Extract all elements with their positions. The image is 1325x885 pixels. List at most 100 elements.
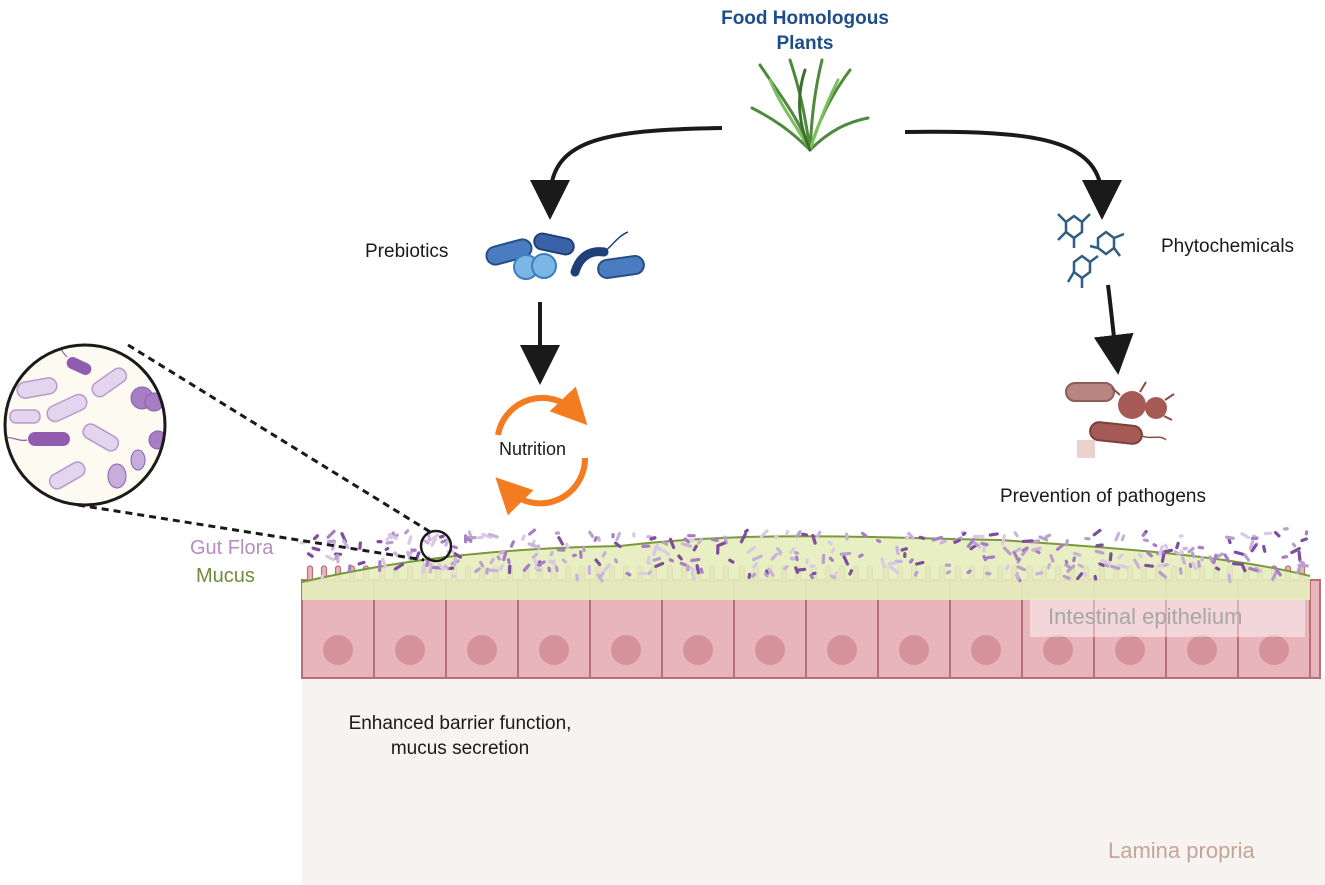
gut-bacterium: [915, 560, 925, 566]
gut-bacterium: [1013, 531, 1019, 538]
gut-bacterium: [565, 542, 570, 550]
gut-bacterium: [601, 550, 607, 558]
gut-bacterium: [848, 569, 854, 576]
gut-bacterium: [499, 564, 504, 571]
gut-bacterium: [1047, 562, 1052, 570]
gut-bacterium: [1064, 539, 1069, 547]
gut-bacterium: [699, 567, 704, 574]
title-line-2: Plants: [776, 33, 834, 54]
gut-bacterium: [770, 552, 779, 561]
gut-bacterium: [1038, 535, 1049, 542]
gut-bacterium: [488, 568, 499, 573]
zoom-target-circle: [419, 529, 453, 563]
gut-bacterium: [829, 574, 837, 580]
gut-bacterium: [393, 562, 404, 571]
gut-bacterium: [668, 537, 676, 550]
gut-bacterium: [931, 535, 943, 542]
gut-bacterium: [1012, 550, 1019, 560]
gut-bacterium: [969, 543, 978, 551]
gut-bacterium: [325, 554, 336, 562]
gut-bacterium: [1117, 563, 1129, 570]
gut-bacterium: [747, 572, 752, 580]
gut-bacterium: [1250, 536, 1258, 541]
gut-bacterium: [795, 530, 802, 539]
gut-bacterium: [654, 561, 665, 568]
gut-bacterium: [496, 555, 501, 561]
gut-bacterium: [438, 534, 445, 539]
gut-bacterium: [407, 535, 413, 545]
gut-bacterium: [1014, 547, 1022, 553]
gut-bacterium: [668, 558, 675, 563]
gut-bacterium: [1180, 556, 1187, 565]
gut-bacterium: [1021, 539, 1034, 544]
gut-bacterium: [1263, 531, 1273, 536]
gut-bacterium: [404, 529, 410, 535]
gut-bacterium: [554, 531, 561, 535]
arrow-to-prebiotics: [530, 126, 723, 220]
gut-bacterium: [1114, 531, 1121, 542]
gut-bacterium: [1291, 542, 1297, 548]
gut-bacterium: [602, 563, 611, 573]
gut-bacterium: [1262, 544, 1267, 553]
gut-bacterium: [918, 535, 926, 540]
gut-bacterium: [1133, 558, 1141, 569]
prevention-label: Prevention of pathogens: [1000, 486, 1206, 507]
gut-bacterium: [1224, 535, 1235, 540]
gut-bacterium: [385, 540, 394, 545]
gut-bacterium: [690, 557, 701, 563]
gut-bacterium: [1187, 546, 1195, 554]
gut-bacterium: [794, 566, 800, 574]
arrow-to-pathogens: [1093, 284, 1134, 375]
gut-bacterium: [1110, 564, 1121, 571]
gut-bacterium: [774, 534, 779, 540]
gut-bacterium: [744, 528, 749, 534]
gut-bacterium: [1250, 543, 1258, 553]
gut-bacterium: [1120, 534, 1126, 542]
gut-bacterium: [448, 566, 455, 571]
gut-bacterium: [614, 541, 622, 549]
gut-bacterium: [1160, 552, 1166, 563]
gut-bacterium: [387, 533, 398, 541]
gut-bacterium: [1005, 564, 1010, 571]
gut-bacterium: [587, 565, 592, 575]
gut-bacterium: [945, 570, 952, 575]
gut-bacterium: [453, 552, 463, 559]
gut-bacterium: [809, 564, 816, 568]
gut-bacterium: [858, 553, 864, 559]
gut-bacterium: [895, 545, 900, 556]
gut-bacterium: [1092, 528, 1102, 537]
gut-bacterium: [982, 554, 987, 562]
gut-bacterium: [988, 532, 999, 537]
gut-bacterium: [778, 550, 782, 556]
gut-bacterium: [611, 532, 615, 539]
gut-bacterium: [697, 537, 703, 545]
gut-bacterium: [690, 571, 696, 581]
pathogen-bacteria-icon: [1065, 381, 1175, 458]
gut-bacterium: [536, 544, 541, 551]
gut-bacterium: [452, 545, 458, 550]
gut-bacterium: [794, 551, 800, 555]
gut-bacterium: [547, 566, 552, 573]
gut-bacterium: [1297, 550, 1302, 562]
gut-bacterium: [1232, 562, 1244, 566]
gut-bacterium: [1175, 541, 1180, 550]
gut-bacterium: [381, 557, 387, 569]
gut-bacterium: [1299, 560, 1306, 565]
gut-bacterium: [966, 537, 976, 548]
gut-bacterium: [1273, 566, 1282, 577]
gut-bacterium: [554, 565, 559, 573]
gut-bacterium: [683, 537, 690, 544]
gut-bacterium: [1076, 572, 1084, 581]
gut-bacterium: [723, 535, 728, 545]
gut-bacterium: [785, 529, 790, 536]
gut-bacterium: [1144, 563, 1154, 568]
gut-bacterium: [953, 538, 961, 544]
gut-bacterium: [1212, 553, 1218, 565]
gut-bacterium: [1200, 555, 1204, 562]
gut-bacterium: [1016, 565, 1026, 572]
gut-bacterium: [556, 548, 566, 552]
gut-bacterium: [485, 567, 489, 575]
gut-bacterium: [844, 532, 849, 541]
gut-bacterium: [1083, 571, 1088, 578]
gut-bacterium: [1178, 567, 1183, 575]
